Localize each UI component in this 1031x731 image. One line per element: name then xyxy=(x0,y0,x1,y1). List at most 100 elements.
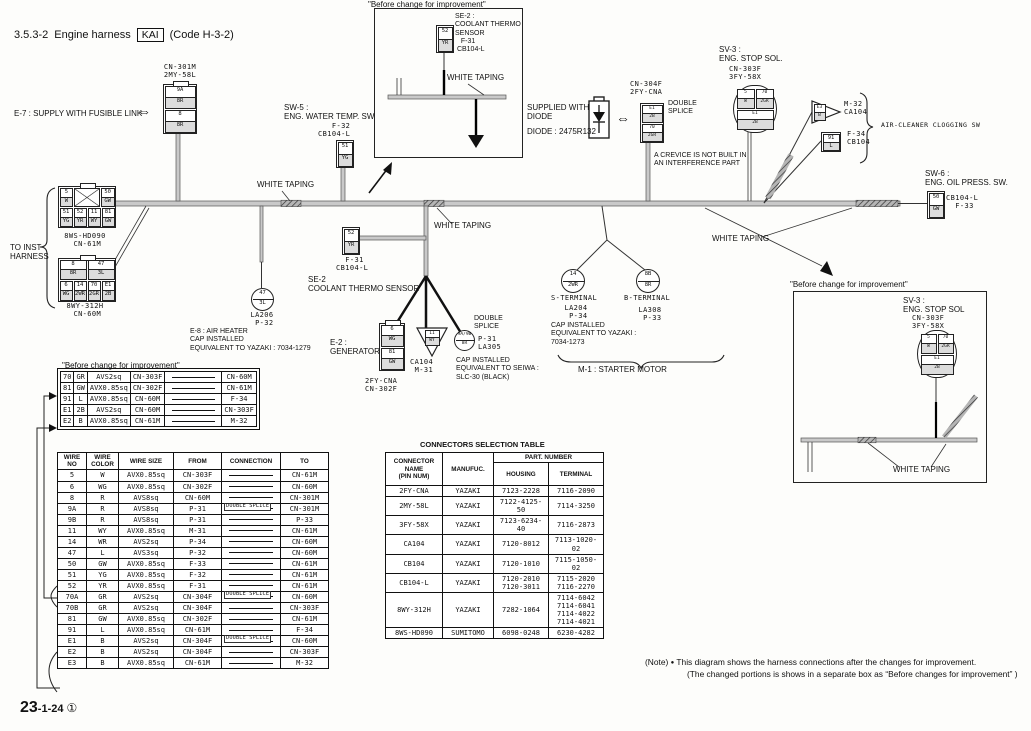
col-header: CONNECTION xyxy=(221,451,281,471)
table-cell: L xyxy=(86,624,119,637)
la308-label: LA308 P-33 xyxy=(638,306,662,323)
table-cell: F-31 xyxy=(173,579,222,592)
section-number: 3.5.3-2 xyxy=(14,29,49,41)
table-cell: CN-303F xyxy=(221,404,257,417)
table-cell: YAZAKI xyxy=(442,515,494,536)
table-cell xyxy=(164,393,223,406)
table-cell: GW xyxy=(73,382,88,395)
table-cell: CB104 xyxy=(385,553,443,574)
cap-seiwa-label: CAP INSTALLED EQUIVALENT TO SEIWA : SLC-… xyxy=(456,357,539,381)
table-cell: GW xyxy=(86,557,119,570)
sw5-conn-label: F-32 CB104-L xyxy=(318,122,351,139)
table-cell: CN-302F xyxy=(173,480,222,493)
col-header: HOUSING xyxy=(493,462,549,487)
col-header: MANUFUC. xyxy=(442,451,494,487)
table-cell xyxy=(221,546,281,559)
taping-pointers xyxy=(281,190,853,238)
table-cell: B xyxy=(86,657,119,670)
table-cell: GR xyxy=(73,370,88,384)
table-cell xyxy=(221,480,281,493)
table-cell: 91 xyxy=(59,393,75,406)
table-cell: E1 xyxy=(59,404,75,417)
diode-part-label: DIODE : 2475R132 xyxy=(527,127,596,136)
double-arrow-icon: ⇔ xyxy=(616,110,630,126)
table-cell: YAZAKI xyxy=(442,496,494,517)
table-cell: 8WY-312H xyxy=(385,591,443,628)
crevice-note-label: A CREVICE IS NOT BUILT IN AN INTERFERENC… xyxy=(654,152,747,168)
starter-branch-lines xyxy=(576,205,646,271)
table-cell: YAZAKI xyxy=(442,591,494,628)
table-cell: F-34 xyxy=(280,624,329,637)
before-table-caption: "Before change for improvement" xyxy=(62,361,180,370)
table-cell: 2B xyxy=(73,404,88,417)
white-taping-label: WHITE TAPING xyxy=(434,221,492,230)
double-splice-label: DOUBLE SPLICE xyxy=(474,315,503,331)
table-cell: CN-302F xyxy=(129,382,166,395)
table-cell: AVX0.85sq xyxy=(118,557,174,570)
double-splice-tag: DOUBLE SPLICE xyxy=(224,635,272,644)
table-cell: CN-304F xyxy=(173,602,222,615)
col-header: WIRE SIZE xyxy=(118,451,174,471)
table-cell: DOUBLE SPLICE xyxy=(221,502,281,515)
sv3-inset-label: SV-3 : ENG. STOP SOL xyxy=(903,296,965,315)
table-cell: CN-61M xyxy=(280,613,329,626)
table-cell: 7120-8012 xyxy=(493,534,549,555)
table-cell xyxy=(221,579,281,592)
table-cell: 52 xyxy=(57,579,87,592)
col-header: WIRE COLOR xyxy=(86,451,119,471)
table-cell xyxy=(164,415,223,428)
code-box: KAI xyxy=(136,28,164,42)
note-text-2: (The changed portions is shows in a sepa… xyxy=(687,668,1018,679)
table-cell: SUMITOMO xyxy=(442,626,494,639)
table-cell: 7122-4125-50 xyxy=(493,496,549,517)
before-change-inset-top xyxy=(374,8,523,158)
table-cell: 81 xyxy=(59,382,75,395)
table-cell: E3 xyxy=(57,657,87,670)
table-cell: YAZAKI xyxy=(442,572,494,593)
la206-label: LA206 P-32 xyxy=(250,311,274,328)
table-cell: CB104-L xyxy=(385,572,443,593)
table-cell xyxy=(221,602,281,615)
table-cell: YAZAKI xyxy=(442,553,494,574)
table-cell: 7120-1010 xyxy=(493,553,549,574)
white-taping-label: WHITE TAPING xyxy=(257,180,315,189)
table-cell: AVX0.85sq xyxy=(118,657,174,670)
sw6-label: SW-6 : ENG. OIL PRESS. SW. xyxy=(925,169,1008,188)
connector-table-title: CONNECTORS SELECTION TABLE xyxy=(420,440,545,449)
table-cell: P-34 xyxy=(173,535,222,548)
title-text: Engine harness xyxy=(54,29,131,41)
col-header: TO xyxy=(280,451,329,471)
white-taping-label: WHITE TAPING xyxy=(893,465,951,474)
table-cell: P-32 xyxy=(173,546,222,559)
col-header: FROM xyxy=(173,451,222,471)
table-cell: AVX0.85sq xyxy=(118,480,174,493)
table-cell: 91 xyxy=(57,624,87,637)
table-cell: CN-61M xyxy=(280,568,329,581)
table-cell: AVX0.85sq xyxy=(86,415,131,428)
sv3-label: SV-3 : ENG. STOP SOL. xyxy=(719,45,783,64)
